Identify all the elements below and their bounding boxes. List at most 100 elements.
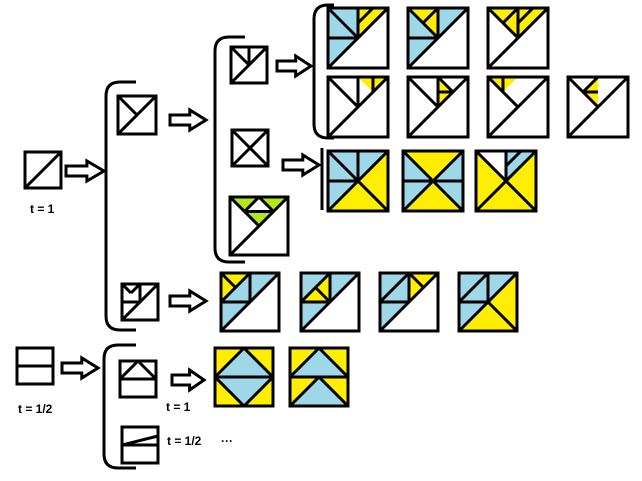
tile-edge: [121, 434, 159, 447]
tile-fill-green: [259, 197, 288, 212]
label-sub-t1: t = 1: [166, 400, 191, 414]
tile-border: [228, 195, 290, 257]
tile-border: [566, 75, 630, 139]
tile-edge: [457, 271, 490, 304]
tile-border: [486, 6, 550, 70]
tile-r2b: [406, 75, 470, 139]
tile-edge: [288, 375, 321, 408]
tile-edge: [314, 286, 332, 304]
tile-edge: [229, 45, 251, 67]
tile-half-slant: [120, 425, 160, 465]
bracket: [104, 80, 136, 332]
bracket: [312, 3, 334, 140]
tile-border: [230, 128, 270, 168]
tile-border: [326, 149, 390, 213]
tile-edge: [581, 75, 600, 94]
tile-edge: [136, 359, 158, 381]
tile-x2: [401, 149, 465, 213]
tile-edge: [421, 6, 440, 25]
tile-r1a: [326, 6, 390, 70]
tile-edge: [23, 150, 63, 190]
tile-edge: [356, 6, 375, 25]
tile-edge: [504, 149, 523, 168]
tile-edge: [326, 75, 360, 109]
tile-x: [230, 128, 270, 168]
tile-green: [228, 195, 290, 257]
tile-border: [116, 94, 158, 136]
tile-edge: [326, 6, 360, 40]
tile-edge: [486, 300, 519, 333]
tile-border: [219, 271, 281, 333]
tile-x3: [474, 149, 538, 213]
tile-fill-blue: [290, 377, 348, 406]
tile-border: [378, 271, 440, 333]
tile-edge: [213, 375, 246, 408]
tile-diag-sub: [120, 282, 160, 322]
tile-edge: [288, 346, 321, 379]
tile-border: [299, 271, 361, 333]
tile-edge: [213, 346, 246, 379]
tile-x1: [326, 149, 390, 213]
tile-border: [457, 271, 519, 333]
tile-edge: [257, 195, 275, 213]
tile-s3: [378, 271, 440, 333]
bracket: [102, 343, 136, 470]
tile-fill-yellow: [403, 181, 463, 211]
tile-s2: [299, 271, 361, 333]
tile-root-half: [15, 346, 55, 386]
tile-edge: [317, 346, 350, 379]
tile-border: [120, 282, 160, 322]
tile-r1c: [486, 6, 550, 70]
tile-border: [23, 150, 63, 190]
label-sub-t-half: t = 1/2: [167, 434, 202, 448]
tile-border: [118, 359, 158, 399]
tile-h2: [288, 346, 350, 408]
tile-edge: [406, 75, 440, 109]
tile-edge: [219, 271, 237, 289]
tile-border: [120, 425, 160, 465]
tile-fill-green: [244, 211, 274, 226]
braces-layer: [102, 3, 334, 470]
tile-half-tri: [118, 359, 158, 399]
tile-edge: [436, 75, 455, 94]
tile-border: [401, 149, 465, 213]
tile-fill-yellow: [408, 8, 438, 23]
tile-fill-blue: [290, 348, 348, 377]
tile-border: [406, 6, 470, 70]
tile-border: [326, 75, 390, 139]
arrow-icon: [60, 355, 101, 381]
tile-v-vert: [229, 45, 269, 85]
tile-edge: [242, 346, 275, 379]
arrow-icon: [281, 152, 322, 178]
tile-root-diag: [23, 150, 63, 190]
tile-edge: [501, 6, 520, 25]
tile-border: [474, 149, 538, 213]
label-root-t1: t = 1: [30, 202, 55, 216]
tile-r1b: [406, 6, 470, 70]
tile-border: [288, 346, 350, 408]
label-ellipsis: ···: [221, 434, 233, 448]
tile-r2d: [566, 75, 630, 139]
arrow-icon: [64, 158, 107, 184]
tile-edge: [242, 375, 275, 408]
tile-edge: [116, 94, 139, 117]
arrow-icon: [170, 367, 207, 393]
tile-diag-v: [116, 94, 158, 136]
tile-border: [15, 346, 55, 386]
tile-border: [486, 75, 550, 139]
tile-edge: [317, 375, 350, 408]
arrow-icon: [168, 288, 209, 314]
tile-fill-yellow: [423, 8, 438, 38]
tile-edge: [516, 6, 535, 25]
tile-edge: [407, 271, 425, 289]
tile-border: [213, 346, 275, 408]
tile-r2c: [486, 75, 550, 139]
arrows-layer: [60, 53, 322, 393]
tile-border: [406, 75, 470, 139]
tile-edge: [243, 195, 261, 213]
arrow-icon: [168, 107, 209, 133]
tile-fill-green: [230, 197, 259, 212]
tiles-layer: [15, 6, 630, 465]
bracket: [213, 35, 245, 264]
